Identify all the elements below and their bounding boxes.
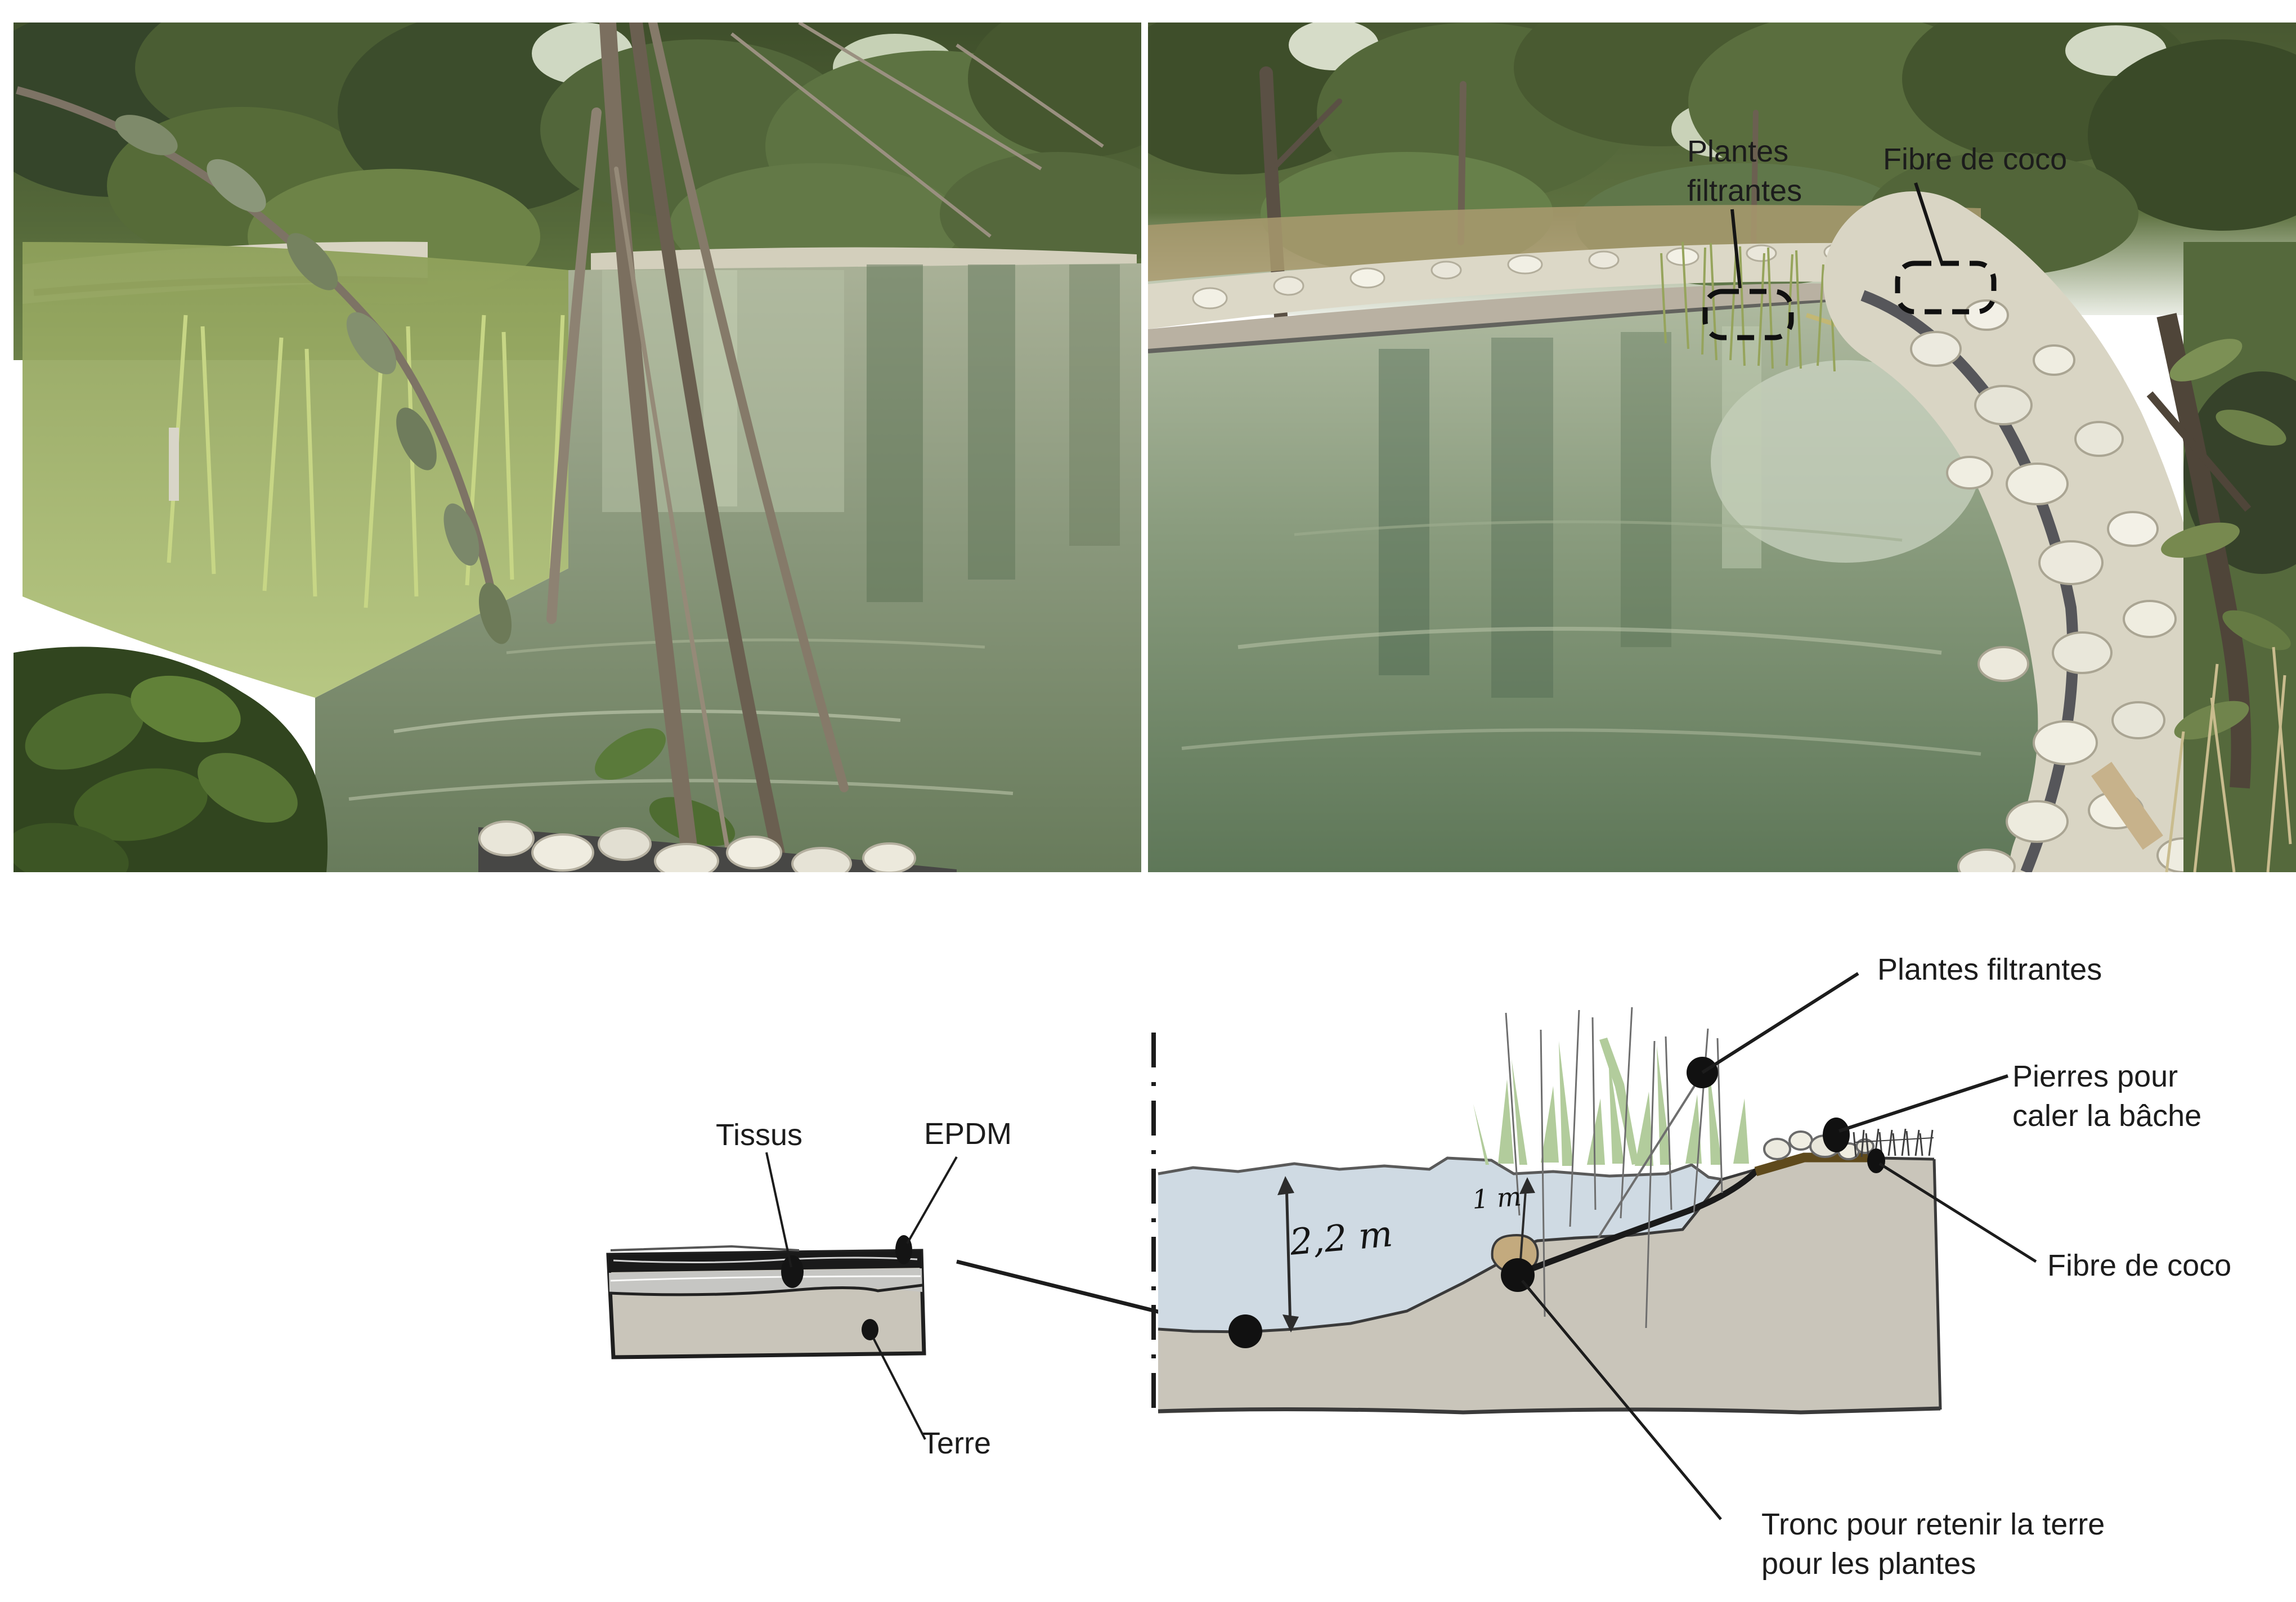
shelf-dimension [1519, 1177, 1535, 1261]
dot-pierres [1823, 1118, 1850, 1152]
inset-epdm-strip [608, 1251, 922, 1272]
depth-arrowhead-bottom [1282, 1314, 1299, 1332]
inset-label-terre: Terre [922, 1426, 992, 1460]
ground-right-edge [1932, 1159, 1942, 1410]
dot-fibre [1867, 1148, 1885, 1173]
left-overhang-leaves [115, 115, 512, 644]
dashed-zone-fibre [1895, 261, 1997, 315]
right-reeds [1660, 241, 1836, 372]
shelf-arrowhead-top [1519, 1177, 1535, 1194]
crest-stones [1763, 1130, 1875, 1160]
photo-label-plantes-filtrantes: Plantes filtrantes [1687, 132, 1802, 210]
section-label-tronc-line1: Tronc pour retenir la terre [1761, 1507, 2105, 1541]
left-bush-leaves [14, 675, 736, 872]
photo-label-plantes-line1: Plantes [1687, 134, 1789, 168]
crest-scrub [1853, 1128, 1934, 1157]
inset-fabric-hairline [610, 1275, 921, 1282]
section-label-fibre-de-coco: Fibre de coco [2047, 1249, 2232, 1282]
right-riprap-stones [1910, 299, 2210, 872]
dashed-zone-plantes [1702, 289, 1794, 340]
depth-arrowhead-top [1277, 1176, 1294, 1195]
right-water-reflections [1181, 326, 1981, 756]
dot-pond-bottom [1228, 1314, 1262, 1348]
right-dry-grasses [2165, 647, 2292, 872]
leader-tissus [765, 1152, 792, 1268]
section-shelf-depth-value: 1 m [1471, 1181, 1523, 1215]
inset-top-sketch-line [610, 1245, 800, 1251]
left-bare-branches [730, 23, 1104, 238]
plant-stems [1505, 1007, 1723, 1329]
right-big-trunk [2156, 313, 2252, 789]
inset-label-tissus: Tissus [716, 1118, 803, 1152]
depth-dimension [1277, 1176, 1299, 1332]
inset-dot-tissus [781, 1255, 804, 1288]
right-trunk-branch [2146, 391, 2252, 512]
inset-liner-detail [606, 1152, 1233, 1440]
right-dry-grass-band [1148, 205, 1981, 281]
dot-tronc [1501, 1258, 1535, 1292]
inset-fabric-bottom-line [609, 1284, 923, 1296]
section-label-pierres-line1: Pierres pour [2012, 1060, 2178, 1093]
left-trunk-cluster [546, 23, 849, 872]
leader-pierres [1838, 1074, 2008, 1133]
section-depth-value: 2,2 m [1288, 1213, 1394, 1264]
left-near-rocks [478, 820, 916, 872]
liner-curve [1519, 1168, 1759, 1276]
photo-label-plantes-line2: filtrantes [1687, 174, 1802, 208]
section-label-pierres-line2: caler la bâche [2012, 1099, 2202, 1133]
inset-label-epdm: EPDM [924, 1117, 1012, 1151]
leader-fibre [1878, 1162, 2037, 1263]
leader-plantes [1701, 972, 1859, 1074]
water-surface-line [1158, 1156, 1723, 1181]
photo-label-fibre-de-coco: Fibre de coco [1883, 142, 2068, 176]
right-rim-rocks [1148, 243, 1981, 329]
section-label-pierres: Pierres pour caler la bâche [2012, 1057, 2201, 1136]
left-fence-post [169, 428, 179, 501]
section-ground [1158, 1156, 1940, 1413]
leader-tronc [1521, 1280, 1722, 1520]
section-water [1158, 1158, 1722, 1332]
left-grass-bank [23, 242, 568, 698]
right-wood-plank [2091, 761, 2163, 850]
photo-left-pond [14, 23, 1141, 872]
right-waterline-edge [1148, 298, 1855, 354]
section-label-tronc-line2: pour les plantes [1761, 1547, 1976, 1581]
section-label-tronc: Tronc pour retenir la terre pour les pla… [1761, 1505, 2105, 1583]
photo-right-pond [1148, 23, 2296, 872]
ground-bottom-line [1158, 1406, 1941, 1415]
inset-dot-terre [862, 1319, 878, 1340]
cross-section [1151, 972, 2037, 1520]
leader-terre [872, 1338, 926, 1440]
leader-epdm [906, 1156, 958, 1244]
right-weed-leaves [2161, 339, 2291, 740]
right-photo-annotation-marks [1702, 182, 1997, 340]
section-label-plantes-filtrantes: Plantes filtrantes [1877, 953, 2102, 986]
